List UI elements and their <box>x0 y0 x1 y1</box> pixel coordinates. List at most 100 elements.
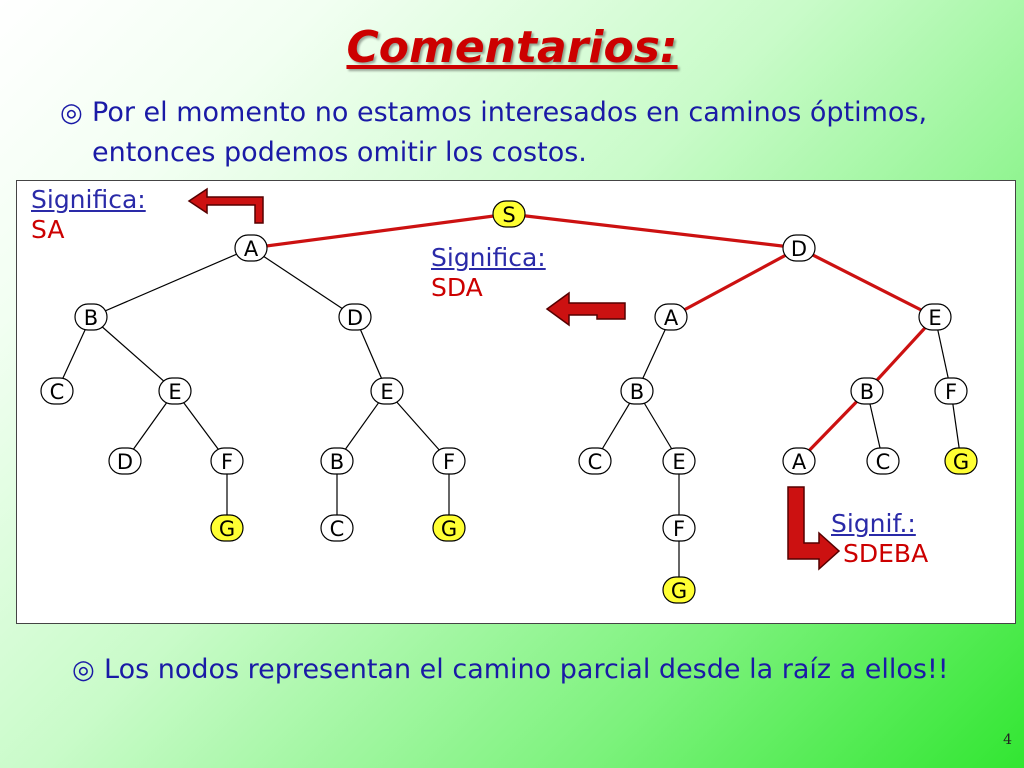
tree-node-label: C <box>330 517 345 541</box>
tree-node-label: B <box>84 306 98 330</box>
arrow-to-sda-label <box>545 291 626 327</box>
tree-edge-sd-sda <box>670 246 800 319</box>
tree-node-sadefg: G <box>432 514 466 542</box>
tree-node-sadef: F <box>432 447 466 475</box>
tree-node-sdeb: B <box>850 377 884 405</box>
tree-node-label: A <box>244 237 259 261</box>
tree-node-label: D <box>791 237 807 261</box>
tree-node-shape <box>654 303 688 331</box>
tree-node-shape <box>662 576 696 604</box>
tree-node-label: C <box>876 450 891 474</box>
tree-node-shape <box>918 303 952 331</box>
tree-node-sdabe: E <box>662 447 696 475</box>
tree-node-shape <box>432 514 466 542</box>
annotation-sdeba-heading: Signif.: <box>831 509 916 538</box>
tree-node-label: G <box>671 579 687 603</box>
tree-node-shape <box>620 377 654 405</box>
tree-node-shape <box>320 514 354 542</box>
search-tree-diagram: S A D B D C E E D F B F G C G A E B B F C E A C G F G <box>40 187 978 604</box>
arrow-to-sa-label <box>187 187 264 224</box>
target-bullet-icon: ◎ <box>60 98 83 128</box>
tree-node-label: G <box>953 450 969 474</box>
tree-node-sadebc: C <box>320 514 354 542</box>
tree-node-sabc: C <box>40 377 74 405</box>
tree-node-shape <box>782 447 816 475</box>
annotation-sa: Significa: SA <box>31 185 146 245</box>
tree-node-shape <box>108 447 142 475</box>
tree-node-shape <box>578 447 612 475</box>
tree-node-shape <box>40 377 74 405</box>
annotation-sda-value: SDA <box>431 273 483 302</box>
bullet-2-text: Los nodos representan el camino parcial … <box>104 654 949 685</box>
slide-title: Comentarios: <box>346 22 678 73</box>
tree-node-shape <box>370 377 404 405</box>
tree-node-sdabefg: G <box>662 576 696 604</box>
tree-edge-sd-sde <box>798 246 936 319</box>
tree-edge-s-sd <box>508 212 800 250</box>
annotation-arrows <box>187 187 841 571</box>
tree-node-label: G <box>441 517 457 541</box>
tree-node-shape <box>338 303 372 331</box>
tree-node-sabe: E <box>158 377 192 405</box>
tree-node-label: D <box>347 306 363 330</box>
annotation-sdeba: Signif.: SDEBA <box>831 509 928 569</box>
bullet-point-1: ◎ Por el momento no estamos interesados … <box>60 93 972 173</box>
tree-node-shape <box>662 447 696 475</box>
tree-node-label: E <box>672 450 685 474</box>
tree-node-shape <box>320 447 354 475</box>
tree-node-sda: A <box>654 303 688 331</box>
tree-node-sabed: D <box>108 447 142 475</box>
tree-edge-sa-sab <box>90 247 252 318</box>
tree-node-shape <box>934 377 968 405</box>
tree-node-sdefg: G <box>944 447 978 475</box>
tree-node-sade: E <box>370 377 404 405</box>
tree-node-label: F <box>221 450 233 474</box>
tree-edge-sdeb-sdeba <box>797 389 869 463</box>
tree-node-shape <box>210 447 244 475</box>
annotation-sda: Significa: SDA <box>431 243 546 303</box>
tree-node-sd: D <box>782 234 816 262</box>
tree-node-sde: E <box>918 303 952 331</box>
tree-node-sadeb: B <box>320 447 354 475</box>
tree-node-sa: A <box>234 234 268 262</box>
annotation-sda-heading: Significa: <box>431 243 546 272</box>
tree-node-shape <box>210 514 244 542</box>
tree-node-sabefg: G <box>210 514 244 542</box>
tree-node-shape <box>492 200 526 228</box>
target-bullet-icon: ◎ <box>72 655 95 685</box>
tree-node-label: E <box>168 380 181 404</box>
tree-edge-sab-sabe <box>90 316 176 392</box>
tree-node-sdabc: C <box>578 447 612 475</box>
tree-node-label: F <box>945 380 957 404</box>
tree-node-label: F <box>443 450 455 474</box>
tree-node-shape <box>432 447 466 475</box>
tree-node-label: A <box>792 450 807 474</box>
bullet-point-2: ◎ Los nodos representan el camino parcia… <box>72 650 1004 690</box>
tree-node-sdebc: C <box>866 447 900 475</box>
tree-node-s: S <box>492 200 526 228</box>
tree-node-label: C <box>588 450 603 474</box>
tree-node-label: A <box>664 306 679 330</box>
tree-node-shape <box>944 447 978 475</box>
tree-node-sdabef: F <box>662 514 696 542</box>
tree-edge-sade-sadef <box>386 390 450 462</box>
bullet-1-text: Por el momento no estamos interesados en… <box>92 97 928 168</box>
tree-node-shape <box>74 303 108 331</box>
tree-node-sdeba: A <box>782 447 816 475</box>
arrow-to-sdeba-label <box>787 486 841 571</box>
tree-node-label: F <box>673 517 685 541</box>
tree-node-label: C <box>50 380 65 404</box>
tree-node-sabef: F <box>210 447 244 475</box>
tree-node-label: B <box>630 380 644 404</box>
tree-nodes: S A D B D C E E D F B F G C G A E B B F C E A C G F G <box>40 200 978 604</box>
annotation-sa-heading: Significa: <box>31 185 146 214</box>
tree-node-shape <box>662 514 696 542</box>
tree-node-shape <box>850 377 884 405</box>
tree-node-shape <box>234 234 268 262</box>
annotation-sdeba-value: SDEBA <box>843 539 929 568</box>
tree-node-label: D <box>117 450 133 474</box>
tree-node-shape <box>866 447 900 475</box>
tree-node-label: E <box>928 306 941 330</box>
tree-edge-sde-sdeb <box>865 315 937 393</box>
tree-node-label: B <box>330 450 344 474</box>
